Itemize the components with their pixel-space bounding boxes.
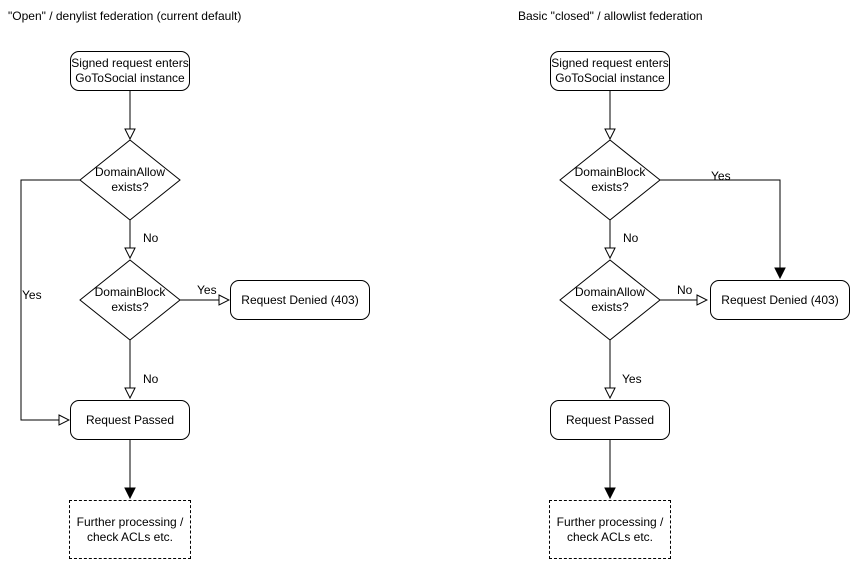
edge-decision1-yes	[20, 179, 80, 420]
decision1-diamond	[79, 139, 181, 221]
right-edge-label-decision1-no: No	[623, 231, 639, 245]
right-chart-title: Basic "closed" / allowlist federation	[518, 9, 703, 23]
right-edge-label-decision2-no: No	[677, 283, 693, 297]
left-start-node: Signed request enters GoToSocial instanc…	[70, 51, 190, 91]
right-edge-label-decision2-yes: Yes	[622, 372, 642, 386]
left-edge-label-decision2-no: No	[143, 372, 159, 386]
left-edge-label-decision2-yes: Yes	[197, 283, 217, 297]
left-denied-node: Request Denied (403)	[230, 280, 370, 320]
right-denied-node: Request Denied (403)	[710, 280, 850, 320]
left-decision2-label: DomainBlock exists?	[94, 285, 166, 314]
left-chart-title: "Open" / denylist federation (current de…	[8, 9, 242, 23]
edge-decision1-yes	[660, 179, 780, 278]
left-edge-label-decision1-no: No	[143, 231, 159, 245]
right-start-node: Signed request enters GoToSocial instanc…	[550, 51, 670, 91]
left-further-node: Further processing / check ACLs etc.	[69, 500, 191, 559]
right-decision1-label: DomainBlock exists?	[574, 165, 646, 194]
left-chart-edges	[20, 91, 229, 498]
decision2-diamond	[559, 259, 661, 341]
right-edge-label-decision1-yes: Yes	[711, 169, 731, 183]
left-passed-node: Request Passed	[70, 400, 190, 440]
right-further-node: Further processing / check ACLs etc.	[549, 500, 671, 559]
right-passed-node: Request Passed	[550, 400, 670, 440]
right-chart-edges	[559, 91, 780, 498]
decision1-diamond	[559, 139, 661, 221]
right-decision2-label: DomainAllow exists?	[574, 285, 646, 314]
left-edge-label-decision1-yes: Yes	[22, 288, 42, 302]
left-decision1-label: DomainAllow exists?	[94, 165, 166, 194]
decision2-diamond	[79, 259, 181, 341]
